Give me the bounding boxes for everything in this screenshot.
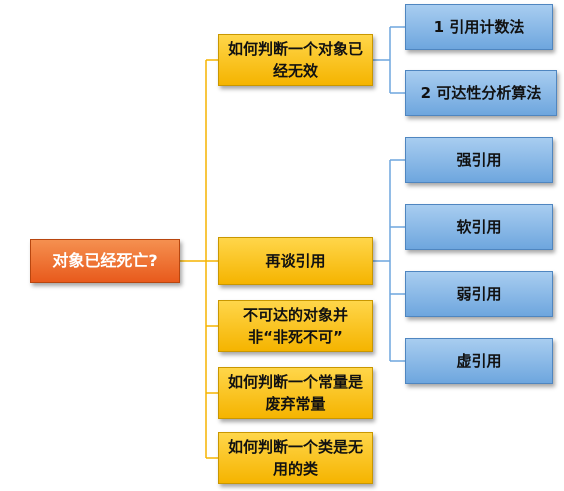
leaf-reference-counting: 1 引用计数法 <box>405 4 553 50</box>
branch-label: 如何判断一个类是无用的类 <box>227 438 363 478</box>
root-node: 对象已经死亡? <box>30 239 180 283</box>
branch-deprecated-constant: 如何判断一个常量是废弃常量 <box>218 367 373 419</box>
branch-label: 如何判断一个对象已经无效 <box>227 40 363 80</box>
branch-invalid-object: 如何判断一个对象已经无效 <box>218 34 373 86</box>
leaf-label: 弱引用 <box>456 285 502 303</box>
branch-label: 不可达的对象并非“非死不可” <box>242 306 348 346</box>
leaf-label: 2 可达性分析算法 <box>420 84 542 102</box>
leaf-soft-reference: 软引用 <box>405 204 553 250</box>
leaf-strong-reference: 强引用 <box>405 137 553 183</box>
branch-useless-class: 如何判断一个类是无用的类 <box>218 432 373 484</box>
leaf-label: 强引用 <box>456 151 502 169</box>
leaf-label: 虚引用 <box>456 352 502 370</box>
branch-references: 再谈引用 <box>218 237 373 285</box>
leaf-label: 软引用 <box>456 218 502 236</box>
leaf-phantom-reference: 虚引用 <box>405 338 553 384</box>
branch-label: 再谈引用 <box>265 252 326 270</box>
branch-label: 如何判断一个常量是废弃常量 <box>227 373 363 413</box>
root-label: 对象已经死亡? <box>52 251 158 270</box>
branch-unreachable-objects: 不可达的对象并非“非死不可” <box>218 300 373 352</box>
leaf-reachability-analysis: 2 可达性分析算法 <box>405 70 557 116</box>
leaf-weak-reference: 弱引用 <box>405 271 553 317</box>
leaf-label: 1 引用计数法 <box>433 18 525 36</box>
